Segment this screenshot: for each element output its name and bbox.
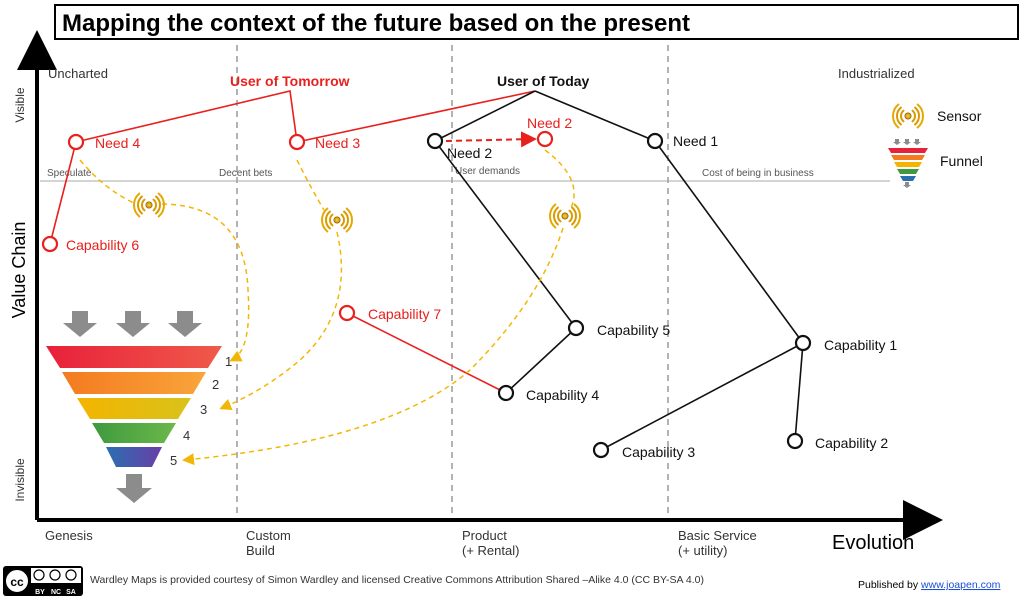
capability7-label: Capability 7 [368, 306, 441, 322]
legend-sensor-label: Sensor [937, 108, 982, 124]
stage-genesis: Genesis [45, 528, 93, 543]
sensor-icon [549, 203, 581, 229]
link-cap5-cap4 [505, 327, 577, 394]
sensor-icon [321, 207, 353, 233]
svg-text:NC: NC [51, 589, 61, 596]
capability4-label: Capability 4 [526, 387, 599, 403]
node-capability2 [786, 432, 804, 450]
zone-label-cost-of-business: Cost of being in business [702, 168, 814, 179]
uncharted-label: Uncharted [48, 66, 108, 81]
funnel-level-label-2: 2 [212, 377, 219, 392]
node-need1 [646, 132, 664, 150]
nodes [41, 130, 812, 459]
link-need4-cap6 [49, 141, 77, 245]
need2-label: Need 2 [447, 145, 492, 161]
funnel-input-arrows [63, 311, 202, 337]
capability1-label: Capability 1 [824, 337, 897, 353]
zone-label-decent-bets: Decent bets [219, 168, 272, 179]
svg-text:BY: BY [35, 589, 45, 596]
svg-text:SA: SA [66, 589, 76, 596]
sensor-paths [79, 149, 575, 466]
zone-label-speculate: Speculate [47, 168, 92, 179]
node-need2-future [536, 130, 554, 148]
legend: Sensor Funnel [888, 103, 983, 188]
sensor-path-need4-in [79, 159, 137, 205]
link-cap1-cap3 [600, 342, 804, 451]
published-link[interactable]: www.joapen.com [920, 579, 1001, 591]
stage-basic-service: Basic Service(+ utility) [678, 528, 757, 558]
arrow-down-icon [168, 311, 202, 337]
capability5-label: Capability 5 [597, 322, 670, 338]
funnel-large: 1 2 3 4 5 [46, 311, 232, 503]
link-tomorrow-needs [75, 90, 298, 143]
link-need1-cap1 [654, 140, 804, 344]
sensor-path-level1 [161, 203, 250, 362]
sensor-path-need3-in [296, 159, 325, 211]
node-need3 [288, 133, 306, 151]
zone-label-user-demands: User demands [455, 166, 520, 177]
sensor-path-level3 [219, 231, 343, 411]
future-links [49, 90, 536, 394]
need4-label: Need 4 [95, 135, 140, 151]
funnel-level-2 [62, 372, 206, 394]
funnel-level-1 [46, 346, 222, 368]
y-axis-bottom-label: Invisible [13, 458, 27, 502]
arrow-down-icon [116, 311, 150, 337]
node-capability6 [41, 235, 59, 253]
need3-label: Need 3 [315, 135, 360, 151]
today-links [434, 90, 804, 451]
stage-product: Product(+ Rental) [462, 528, 519, 558]
capability6-label: Capability 6 [66, 237, 139, 253]
published-by: Published by www.joapen.com [858, 579, 1001, 591]
x-axis-label: Evolution [832, 532, 914, 554]
sensor-icon [133, 192, 165, 218]
link-cap7-cap4 [346, 312, 507, 394]
funnel-level-3 [77, 398, 191, 419]
user-of-tomorrow-label: User of Tomorrow [230, 73, 350, 89]
legend-funnel-label: Funnel [940, 153, 983, 169]
node-capability1 [794, 334, 812, 352]
evolution-arrow-need2 [445, 131, 537, 148]
sensor-icon [892, 103, 924, 129]
funnel-level-label-5: 5 [170, 453, 177, 468]
arrow-down-icon [63, 311, 97, 337]
page-title: Mapping the context of the future based … [62, 10, 690, 37]
title-box [54, 4, 1019, 40]
node-need4 [67, 133, 85, 151]
legend-sensor-icon [892, 103, 924, 129]
funnel-level-5 [106, 447, 162, 467]
funnel-level-label-3: 3 [200, 402, 207, 417]
node-capability3 [592, 441, 610, 459]
sensor-path-level5 [182, 227, 564, 466]
legend-funnel-icon [888, 139, 928, 188]
node-need2 [426, 132, 444, 150]
cc-badge: cc BY NC SA [3, 566, 83, 596]
industrialized-label: Industrialized [838, 66, 915, 81]
node-capability4 [497, 384, 515, 402]
node-capability7 [338, 304, 356, 322]
need1-label: Need 1 [673, 133, 718, 149]
funnel-level-label-1: 1 [225, 354, 232, 369]
capability3-label: Capability 3 [622, 444, 695, 460]
user-of-today-label: User of Today [497, 73, 590, 89]
funnel-output-arrow-icon [116, 474, 152, 503]
link-need3-today [296, 90, 536, 143]
link-today-need1 [534, 90, 656, 142]
link-cap1-cap2 [794, 342, 804, 442]
link-need2-cap5 [434, 140, 577, 329]
license-text: Wardley Maps is provided courtesy of Sim… [90, 574, 704, 586]
link-today-need2 [434, 90, 536, 142]
sensor-path-need2-in [544, 149, 575, 211]
y-axis-label: Value Chain [9, 222, 29, 319]
svg-text:cc: cc [10, 575, 24, 589]
node-capability5 [567, 319, 585, 337]
funnel-level-label-4: 4 [183, 428, 190, 443]
y-axis-top-label: Visible [13, 87, 27, 122]
capability2-label: Capability 2 [815, 435, 888, 451]
need2-future-label: Need 2 [527, 115, 572, 131]
funnel-level-4 [92, 423, 176, 443]
